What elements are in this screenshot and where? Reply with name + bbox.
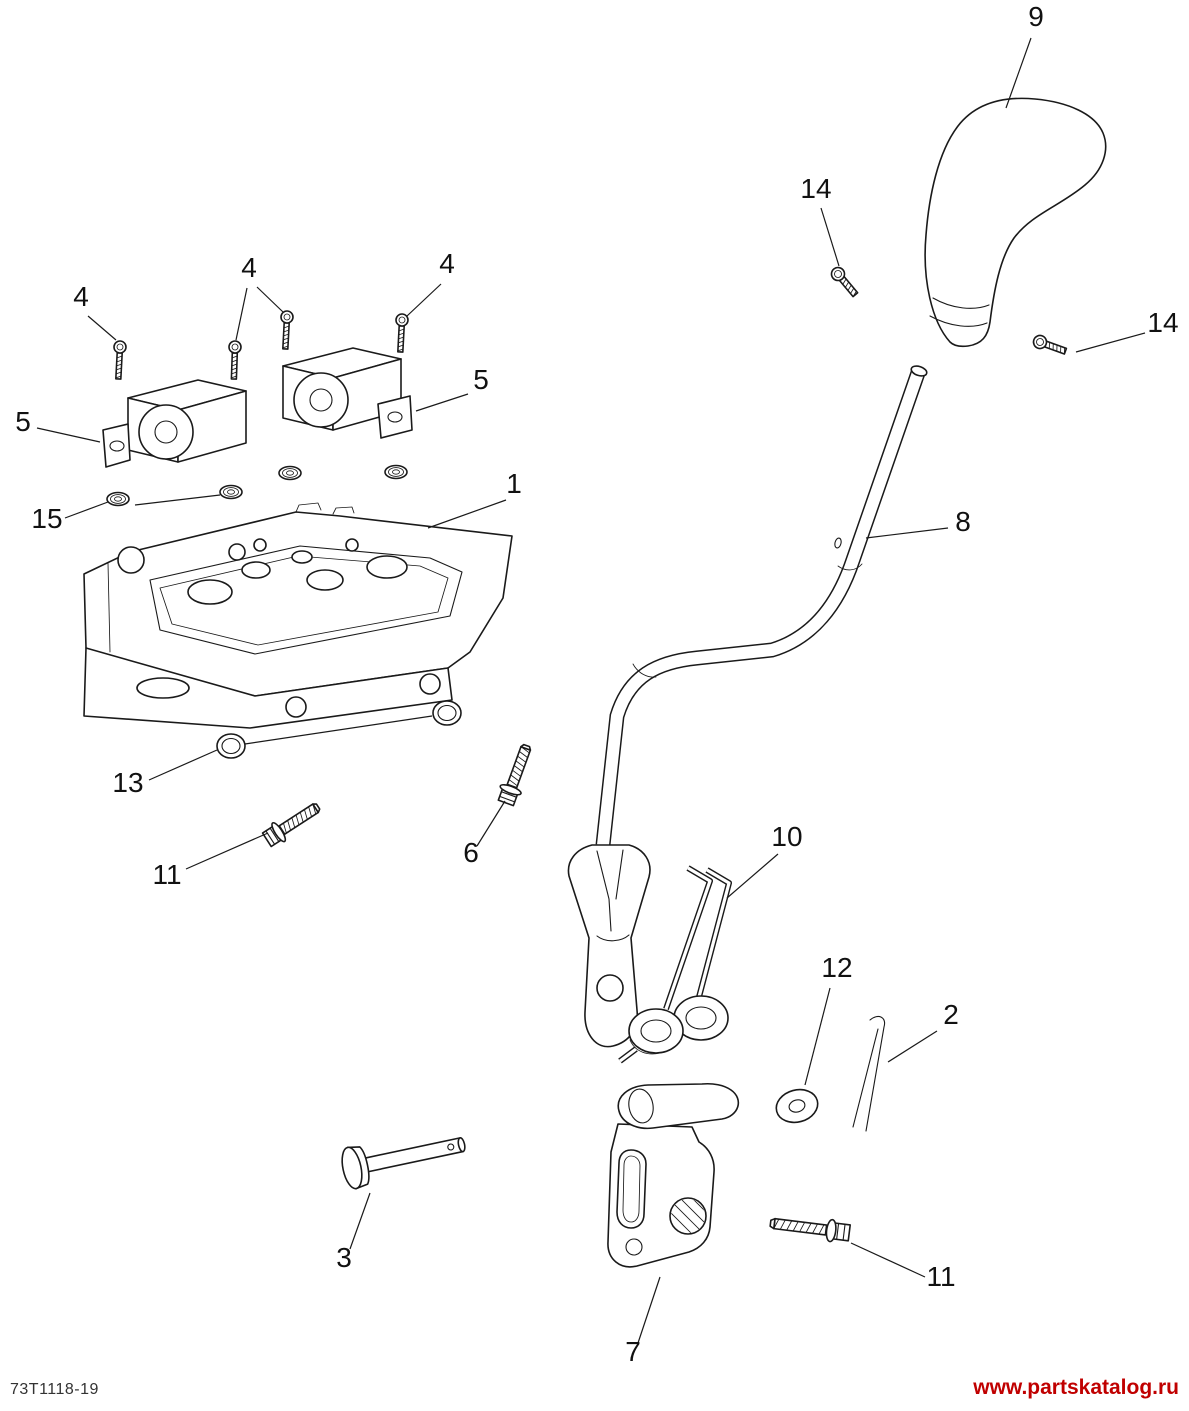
leader-line-part-3 — [350, 1193, 370, 1249]
screw-part-14-left — [828, 264, 862, 300]
leader-line-part-5 — [37, 428, 100, 442]
leader-line-part-14 — [1076, 333, 1145, 352]
leader-line-part-10 — [727, 854, 778, 898]
part-label-3-17: 3 — [336, 1242, 352, 1273]
watermark: www.partskatalog.ru — [973, 1376, 1179, 1399]
part-label-15-9: 15 — [31, 503, 62, 534]
diagram-code: 73T1118-19 — [10, 1381, 99, 1398]
leader-line-part-4 — [88, 316, 116, 340]
shift-knob-part-9 — [925, 98, 1106, 346]
leader-line-part-4 — [236, 288, 247, 340]
part-label-11-18: 11 — [926, 1261, 955, 1292]
bolt-part-11-left — [260, 796, 325, 850]
leader-line-part-2 — [888, 1031, 937, 1062]
leader-line-part-1 — [428, 500, 506, 528]
mounting-bracket-part-1 — [84, 503, 512, 728]
screw-part-4-d — [393, 312, 410, 354]
part-label-8-10: 8 — [955, 506, 971, 537]
part-label-6-13: 6 — [463, 837, 479, 868]
clevis-pin-part-3 — [339, 1124, 469, 1191]
cotter-pin-part-2 — [853, 1016, 885, 1131]
part-label-4-4: 4 — [241, 252, 257, 283]
flange-nut-part-15-a — [106, 491, 130, 507]
part-label-5-7: 5 — [473, 364, 489, 395]
part-label-5-6: 5 — [15, 406, 31, 437]
rubber-mount-part-5-right — [282, 347, 412, 438]
leader-line-part-8 — [866, 528, 948, 538]
screw-part-14-right — [1030, 332, 1069, 359]
part-label-4-3: 4 — [73, 281, 89, 312]
shift-arm-part-7 — [608, 1084, 738, 1267]
labels-layer: 9 14 14 4 4 4 5 5 1 15 8 13 11 6 10 12 2 3 11 7 — [15, 1, 1178, 1367]
rubber-mount-part-5-left — [103, 379, 247, 467]
bolt-part-11-right — [768, 1211, 852, 1245]
bolt-part-6 — [494, 741, 538, 808]
leader-line-part-11 — [186, 833, 268, 869]
part-label-4-5: 4 — [439, 248, 455, 279]
o-ring-part-13-b — [432, 700, 462, 726]
leader-line-part-13 — [149, 750, 217, 780]
leader-line-part-6 — [477, 801, 505, 846]
leader-line-part-4 — [407, 284, 441, 316]
washer-part-12 — [773, 1085, 822, 1127]
part-label-2-16: 2 — [943, 999, 959, 1030]
screw-part-4-c — [278, 309, 295, 351]
leader-line-part-15 — [65, 502, 108, 518]
leader-line-part-11 — [851, 1243, 925, 1277]
part-label-1-8: 1 — [506, 468, 522, 499]
screw-part-4-b — [227, 339, 243, 380]
flange-nut-part-15-b — [219, 484, 243, 500]
leader-line-part-13 — [245, 716, 432, 744]
leader-line-part-4 — [257, 287, 283, 312]
leader-line-part-12 — [805, 988, 830, 1085]
o-ring-part-13-a — [216, 733, 246, 759]
part-label-7-19: 7 — [625, 1336, 641, 1367]
part-label-10-14: 10 — [771, 821, 802, 852]
shift-lever-part-8 — [603, 364, 928, 845]
part-label-11-12: 11 — [152, 859, 181, 890]
flange-nut-part-15-d — [384, 464, 408, 480]
screw-part-4-a — [111, 339, 128, 381]
part-label-14-2: 14 — [1147, 307, 1178, 338]
spring-part-10 — [620, 868, 729, 1061]
part-label-9-0: 9 — [1028, 1, 1044, 32]
leader-line-part-5 — [416, 394, 468, 411]
part-label-12-15: 12 — [821, 952, 852, 983]
part-label-14-1: 14 — [800, 173, 831, 204]
leader-line-part-14 — [821, 208, 839, 266]
leader-line-part-7 — [638, 1277, 660, 1343]
leader-line-part-9 — [1006, 38, 1031, 108]
flange-nut-part-15-c — [278, 465, 302, 481]
part-label-13-11: 13 — [112, 767, 143, 798]
leader-line-part-15 — [135, 495, 220, 505]
lever-fork — [568, 845, 649, 1047]
